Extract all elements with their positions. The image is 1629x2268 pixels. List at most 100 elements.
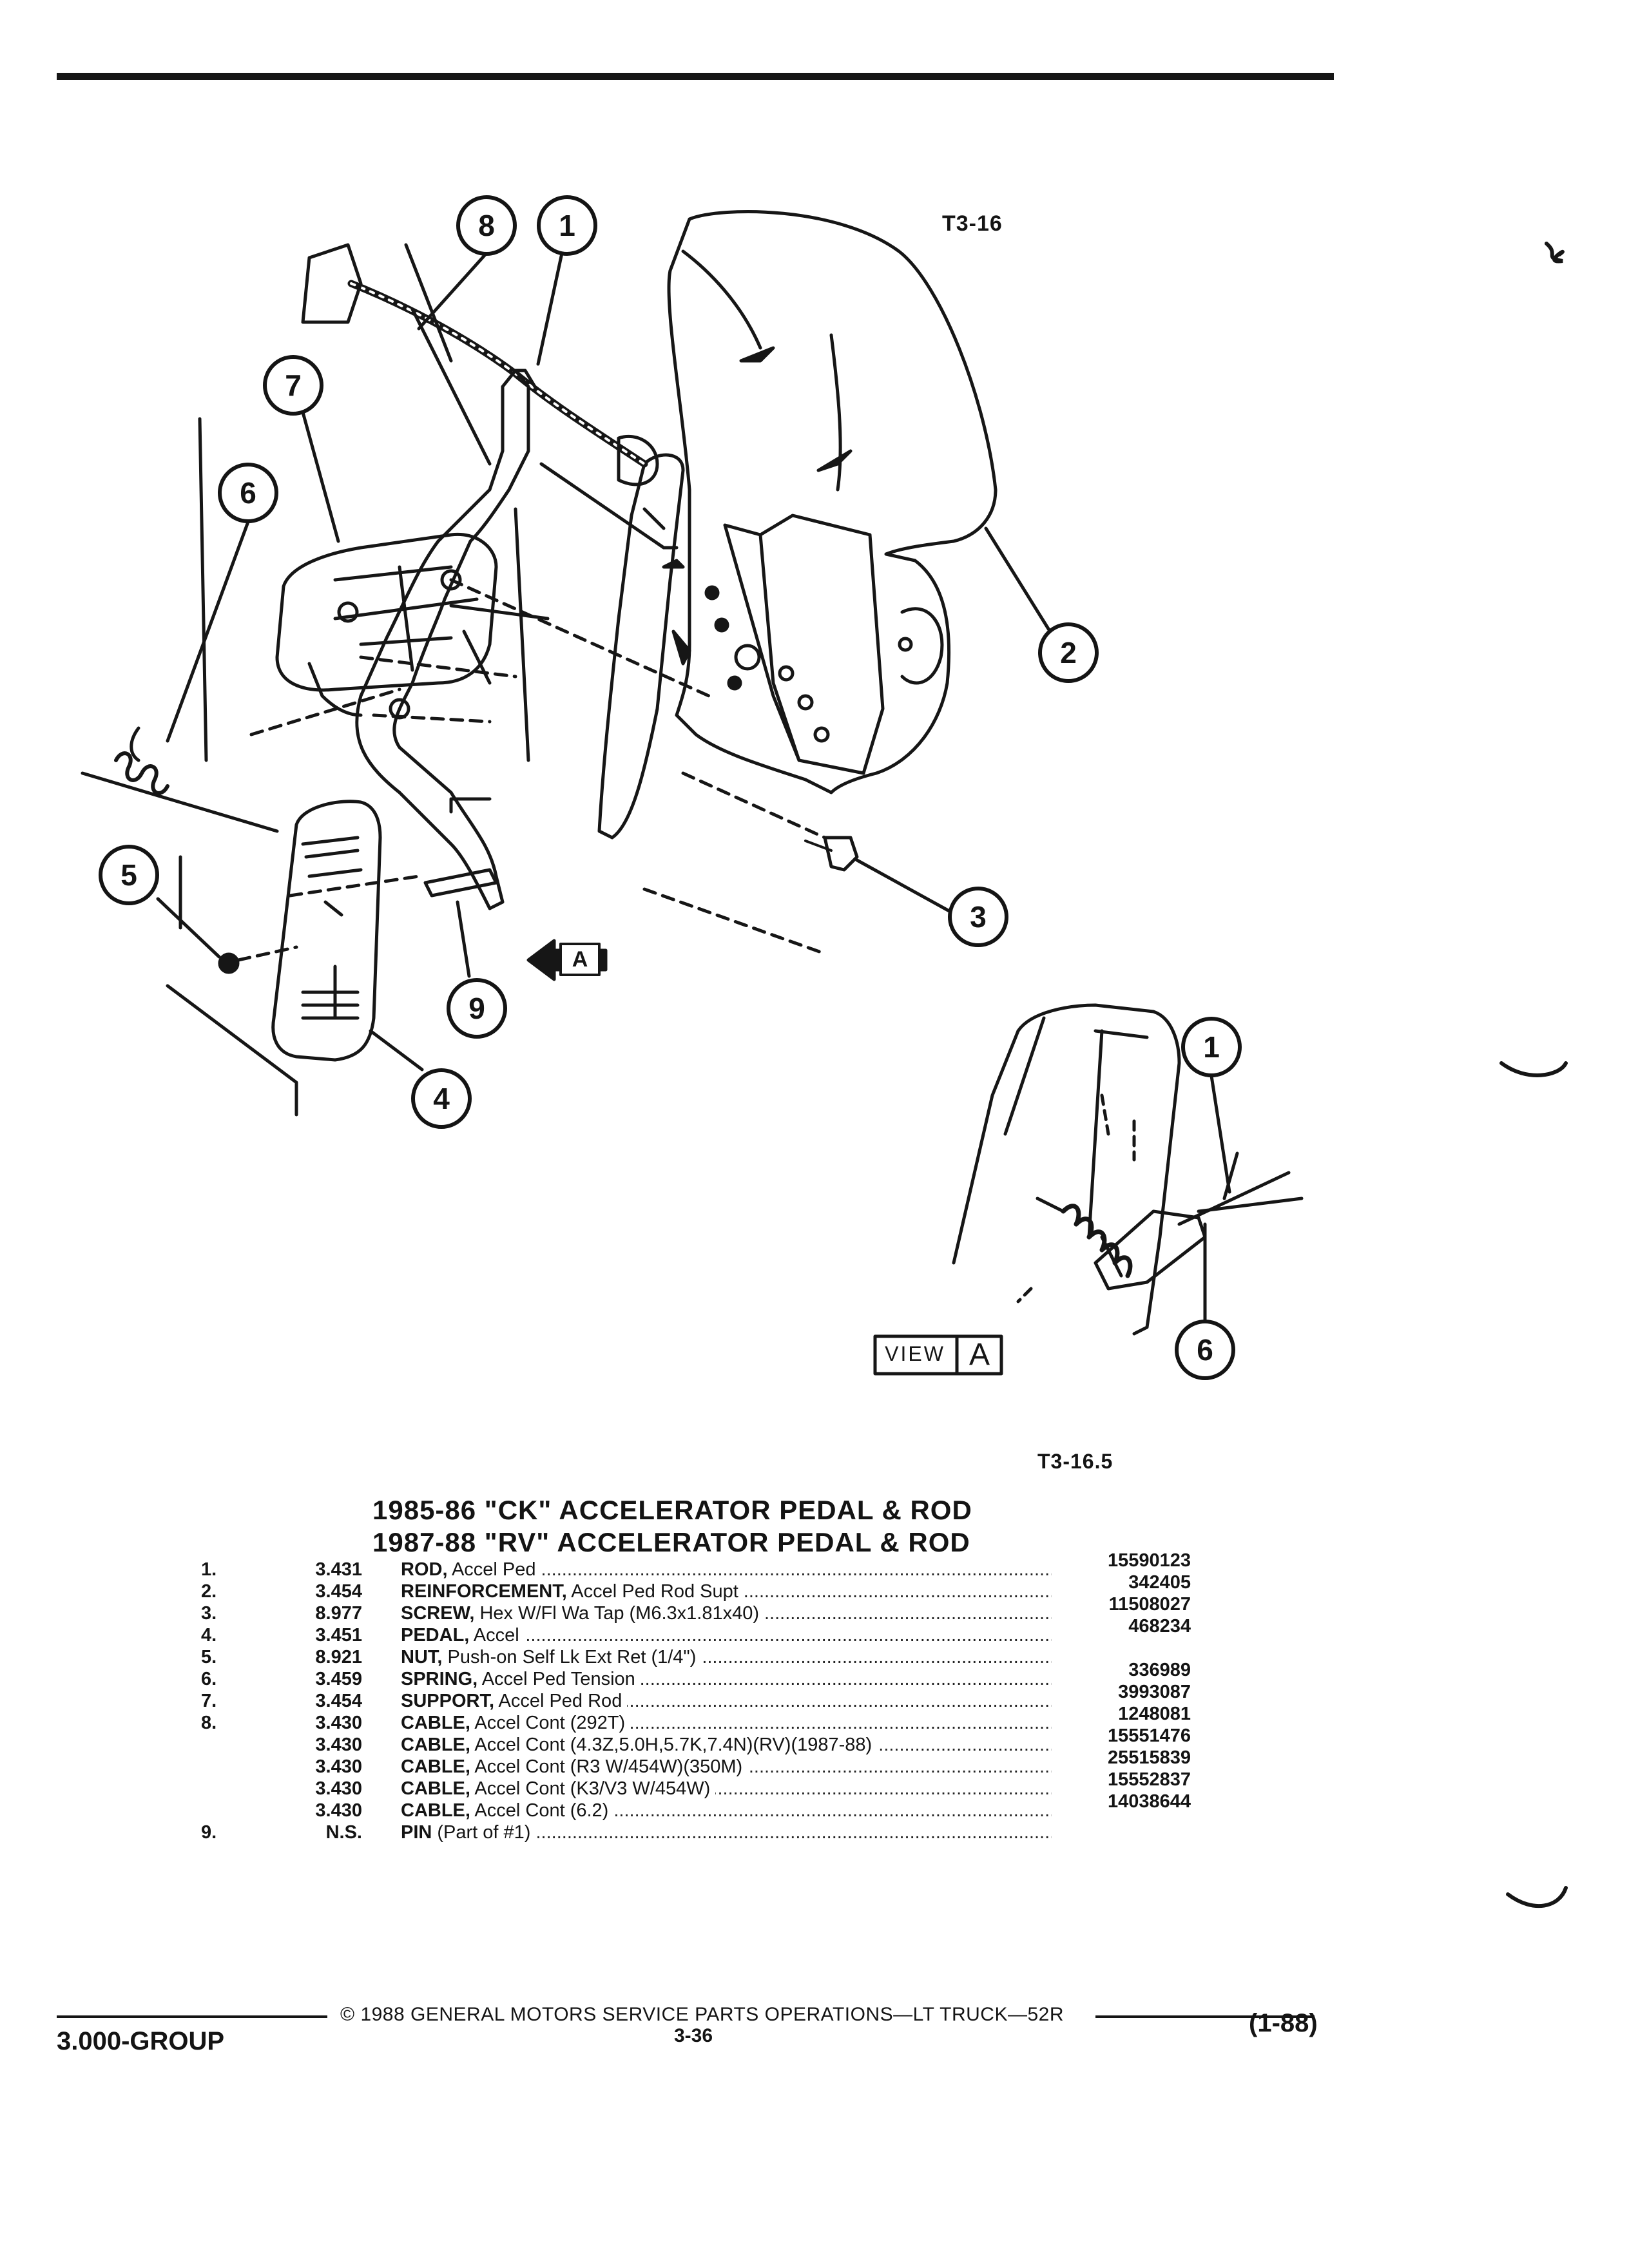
parts-detail: Accel Cont (R3 W/454W)(350M) [470,1756,743,1777]
parts-detail: (Part of #1) [432,1822,531,1843]
callout-4: 4 [411,1068,472,1129]
parts-group-code: 3.430 [315,1778,362,1799]
parts-detail: Accel Ped Rod Supt [566,1581,738,1602]
parts-name: CABLE, [401,1800,470,1821]
parts-item-number: 9. [201,1822,217,1843]
parts-description: REINFORCEMENT, Accel Ped Rod Supt [401,1581,744,1602]
parts-group-code: 3.430 [315,1756,362,1777]
callout-1: 1 [537,195,597,256]
parts-row: 6.3.459.................................… [0,1660,1629,1690]
parts-name: ROD, [401,1559,448,1580]
parts-part-number: 342405 [1128,1572,1191,1593]
parts-part-number: 336989 [1128,1660,1191,1680]
screw [823,836,859,872]
parts-description: SUPPORT, Accel Ped Rod [401,1691,628,1712]
parts-description: SPRING, Accel Ped Tension [401,1669,641,1690]
page-number: 3-36 [674,2025,713,2046]
svg-text:6: 6 [1197,1333,1213,1367]
view-label-letter: A [969,1338,990,1372]
parts-group-code: 3.451 [315,1625,362,1646]
title-line-2: 1987-88 "RV" ACCELERATOR PEDAL & ROD [372,1527,970,1557]
parts-row: 3.430...................................… [0,1725,1629,1756]
parts-group-code: 3.430 [315,1800,362,1821]
parts-name: CABLE, [401,1778,470,1799]
parts-part-number: 11508027 [1108,1594,1191,1615]
parts-part-number: 15552837 [1107,1769,1191,1790]
footer-rule-left [57,2015,327,2018]
parts-description: CABLE, Accel Cont (K3/V3 W/454W) [401,1778,716,1800]
figure-label-main: T3-16 [942,211,1003,236]
parts-detail: Push-on Self Lk Ext Ret (1/4") [442,1647,697,1667]
view-a-bracket [1016,1003,1181,1336]
parts-item-number: 7. [201,1691,217,1711]
parts-row: 5.8.921.................................… [0,1647,1629,1668]
parts-item-number: 6. [201,1669,217,1689]
parts-detail: Hex W/Fl Wa Tap (M6.3x1.81x40) [474,1603,759,1624]
svg-text:5: 5 [120,858,137,892]
svg-text:4: 4 [433,1082,450,1115]
parts-name: SUPPORT, [401,1691,495,1711]
parts-row: 4.3.451.................................… [0,1616,1629,1646]
svg-text:A: A [572,947,588,972]
svg-text:7: 7 [285,369,302,402]
footer-rule-right [1095,2015,1315,2018]
parts-description: CABLE, Accel Cont (4.3Z,5.0H,5.7K,7.4N)(… [401,1735,878,1756]
parts-group-code: 3.459 [315,1669,362,1689]
parts-row: 3.430...................................… [0,1791,1629,1821]
callout-6-view-a: 6 [1175,1320,1235,1380]
parts-name: CABLE, [401,1735,470,1755]
parts-group-code: 3.431 [315,1559,362,1580]
spring [114,751,169,795]
copyright-line: © 1988 GENERAL MOTORS SERVICE PARTS OPER… [340,2004,1065,2025]
parts-description: NUT, Push-on Self Lk Ext Ret (1/4") [401,1647,702,1668]
parts-row: 1.3.431.................................… [0,1550,1629,1581]
parts-row: 3.430...................................… [0,1747,1629,1778]
svg-text:2: 2 [1060,636,1077,669]
reinforcement-outline [667,210,998,794]
callout-1-view-a: 1 [1181,1017,1242,1077]
parts-group-code: 3.430 [315,1735,362,1755]
parts-name: CABLE, [401,1713,470,1733]
support [275,532,498,692]
parts-detail: Accel [469,1625,519,1646]
parts-row: 9.N.S...................................… [0,1822,1629,1843]
parts-group-code: 3.430 [315,1713,362,1733]
parts-part-number: 1248081 [1118,1704,1191,1724]
svg-text:8: 8 [478,209,495,242]
parts-part-number: 25515839 [1107,1747,1191,1768]
callout-2: 2 [1038,622,1099,683]
view-a-spring [1061,1204,1133,1278]
parts-part-number: 468234 [1128,1616,1191,1637]
parts-name: NUT, [401,1647,443,1667]
parts-name: PIN [401,1822,432,1843]
callout-7: 7 [263,355,323,416]
parts-description: SCREW, Hex W/Fl Wa Tap (M6.3x1.81x40) [401,1603,764,1624]
parts-description: ROD, Accel Ped [401,1559,541,1581]
parts-part-number: 14038644 [1107,1791,1191,1812]
view-label-text: VIEW [885,1342,945,1365]
group-label: 3.000-GROUP [57,2027,225,2055]
parts-part-number: 15590123 [1107,1550,1191,1571]
parts-description: CABLE, Accel Cont (292T) [401,1713,631,1734]
parts-description: CABLE, Accel Cont (R3 W/454W)(350M) [401,1756,748,1778]
revision-date: (1-88) [1249,2009,1318,2037]
parts-description: PEDAL, Accel [401,1625,525,1646]
parts-item-number: 4. [201,1625,217,1646]
pin [423,868,498,898]
svg-text:6: 6 [240,476,256,510]
parts-row: 7.3.454.................................… [0,1682,1629,1712]
svg-text:1: 1 [559,209,575,242]
parts-description: CABLE, Accel Cont (6.2) [401,1800,614,1821]
parts-detail: Accel Cont (292T) [470,1713,626,1733]
parts-detail: Accel Cont (6.2) [470,1800,609,1821]
parts-detail: Accel Ped [447,1559,536,1580]
parts-row: 3.8.977.................................… [0,1594,1629,1624]
cable [347,280,648,468]
parts-part-number: 15551476 [1107,1725,1191,1746]
parts-group-code: 3.454 [315,1581,362,1602]
parts-row: 2.3.454.................................… [0,1572,1629,1602]
parts-name: CABLE, [401,1756,470,1777]
callout-8: 8 [456,195,517,256]
title-line-1: 1985-86 "CK" ACCELERATOR PEDAL & ROD [372,1495,972,1525]
